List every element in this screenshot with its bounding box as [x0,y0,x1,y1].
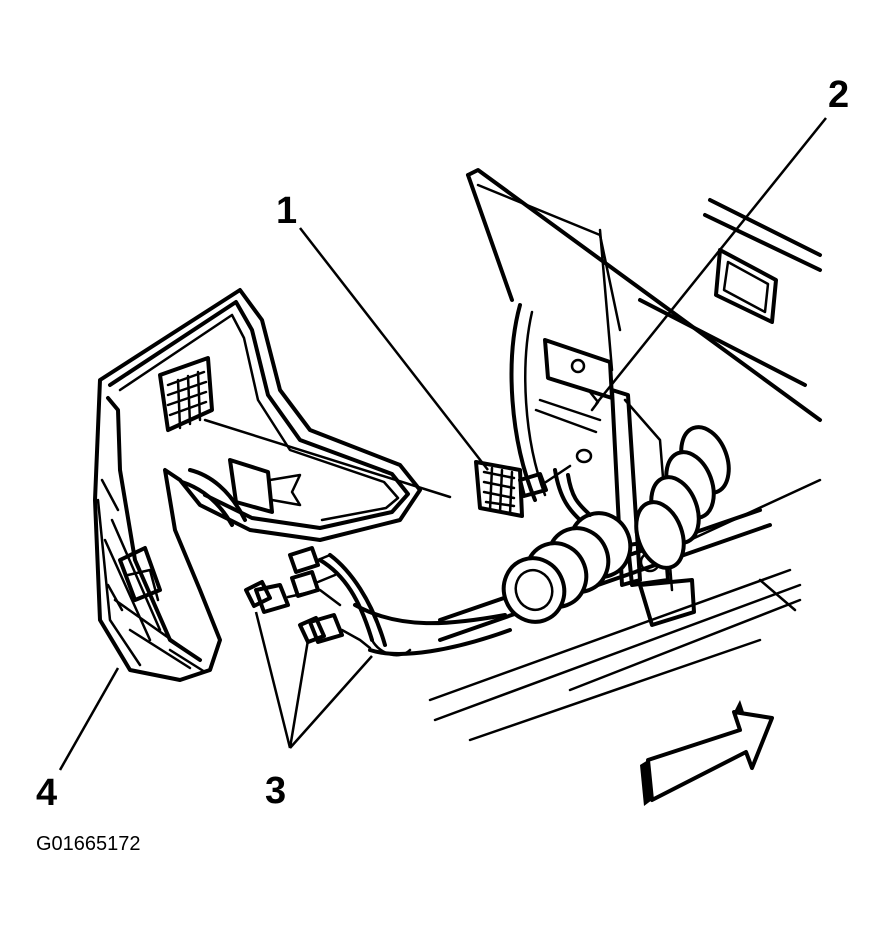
reflector-socket [474,448,593,518]
leader-2 [595,117,827,405]
forward-direction-arrow-icon [640,700,774,806]
callout-2: 2 [828,74,850,116]
wiring-harness [244,546,512,657]
callout-1: 1 [276,190,298,232]
lamp-housing [93,288,452,682]
figure-id: G01665172 [36,833,141,855]
leader-1 [299,227,489,471]
leader-lines [58,117,827,771]
callout-3: 3 [265,770,287,812]
leader-4 [58,667,120,771]
wiring-conduit [501,425,731,624]
vehicle-body [428,168,822,742]
callout-4: 4 [36,772,58,814]
leader-3 [254,611,373,749]
